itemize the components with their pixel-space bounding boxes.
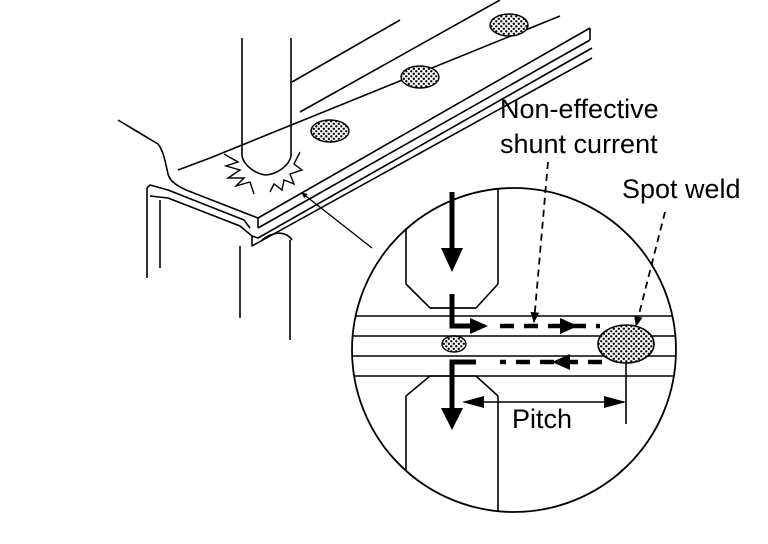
top-sheet xyxy=(117,15,591,229)
lower-electrode xyxy=(239,232,293,340)
leader-line xyxy=(301,192,373,249)
weld-spark-icon xyxy=(223,151,304,195)
spot-weld-2 xyxy=(400,65,440,89)
pitch-label: Pitch xyxy=(512,404,572,434)
spot-weld-existing xyxy=(597,324,655,364)
spot-weld-3 xyxy=(310,119,350,143)
bottom-sheet xyxy=(146,47,593,278)
upper-electrode xyxy=(241,38,292,176)
shunt-label-line1: Non-effective xyxy=(500,94,659,124)
shunt-callout-arrow xyxy=(530,161,549,324)
spot-weld-label: Spot weld xyxy=(622,174,741,204)
sheet-assembly xyxy=(117,0,593,340)
spot-weld-current xyxy=(441,335,467,353)
arrowheads xyxy=(441,248,488,430)
shunt-current-arrows xyxy=(500,323,602,365)
shunt-label-line2: shunt current xyxy=(500,129,658,159)
main-current-arrows xyxy=(449,192,476,410)
spot-weld-1 xyxy=(489,13,529,37)
magnified-view xyxy=(351,187,677,513)
spot-weld-callout-arrow xyxy=(634,211,666,328)
